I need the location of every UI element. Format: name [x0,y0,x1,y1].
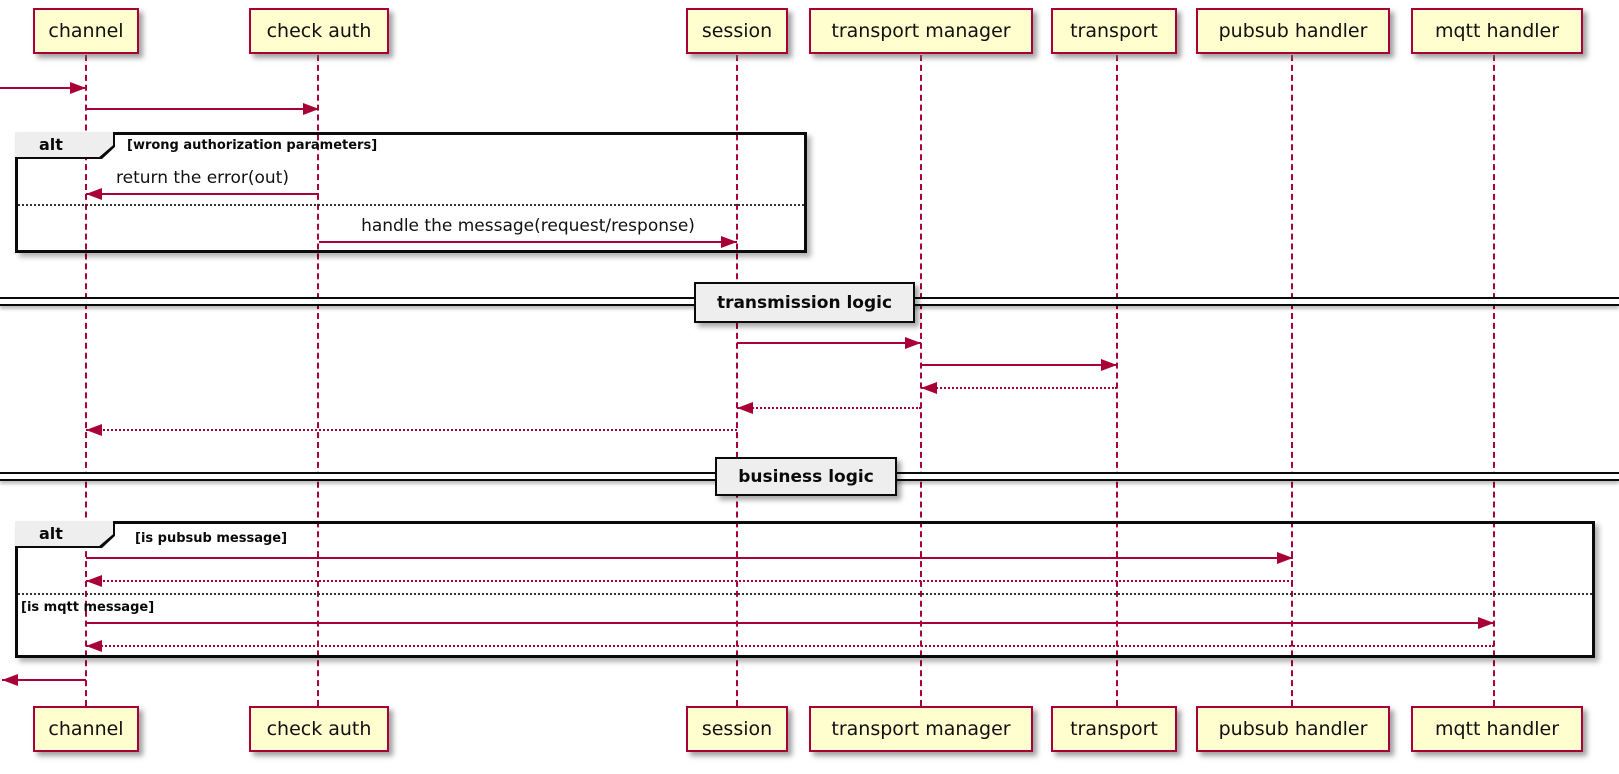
participant-channel-bottom: channel [33,706,139,752]
arrowhead-left-icon [86,640,102,652]
lifeline-transport-manager [920,55,922,706]
lifeline-channel [85,55,87,706]
arrow-line [86,580,1293,582]
participant-transport-bottom: transport [1051,706,1177,752]
alt-frame-auth: alt [wrong authorization parameters] [15,132,807,253]
arrowhead-right-icon [721,236,737,248]
arrow-line [319,241,737,243]
arrowhead-left-icon [737,402,753,414]
alt-else-separator [18,593,1592,595]
arrowhead-left-icon [86,424,102,436]
participant-label: mqtt handler [1434,718,1560,740]
arrow-line [86,557,1293,559]
participant-label: check auth [266,718,372,740]
arrowhead-right-icon [1277,552,1293,564]
alt-frame-routing: alt [is pubsub message] [is mqtt message… [15,521,1595,658]
lifeline-check-auth [317,55,319,706]
participant-label: session [701,20,773,42]
participant-transport-top: transport [1051,8,1177,54]
participant-label: transport [1070,20,1158,42]
lifeline-mqtt-handler [1493,55,1495,706]
arrow-line [86,108,319,110]
participant-transport-manager-bottom: transport manager [809,706,1033,752]
arrow-line [86,193,319,195]
arrowhead-left-icon [2,674,18,686]
participant-label: pubsub handler [1218,20,1368,42]
divider-transmission-logic: transmission logic [694,282,915,323]
participant-label: session [701,718,773,740]
arrowhead-left-icon [86,575,102,587]
alt-operator-label: alt [15,132,113,157]
participant-label: transport manager [831,20,1011,42]
divider-business-logic: business logic [715,457,897,496]
participant-mqtt-handler-top: mqtt handler [1411,8,1583,54]
lifeline-session [736,55,738,706]
message-label: handle the message(request/response) [361,216,695,236]
participant-check-auth-top: check auth [249,8,389,54]
participant-channel-top: channel [33,8,139,54]
alt-else-separator [18,204,804,206]
arrow-line [737,342,921,344]
participant-label: check auth [266,20,372,42]
arrow-line [921,387,1117,389]
arrow-line [0,87,86,89]
participant-transport-manager-top: transport manager [809,8,1033,54]
arrowhead-right-icon [905,337,921,349]
participant-session-top: session [686,8,788,54]
participant-pubsub-handler-top: pubsub handler [1196,8,1390,54]
divider-transmission-label: transmission logic [716,292,893,313]
participant-label: transport [1070,718,1158,740]
alt-condition-wrong-auth: [wrong authorization parameters] [127,138,378,153]
participant-session-bottom: session [686,706,788,752]
participant-mqtt-handler-bottom: mqtt handler [1411,706,1583,752]
arrow-line [86,645,1494,647]
arrow-line [2,679,86,681]
arrowhead-right-icon [70,82,86,94]
participant-label: pubsub handler [1218,718,1368,740]
arrowhead-right-icon [1478,617,1494,629]
arrow-line [737,407,921,409]
alt-condition-pubsub: [is pubsub message] [135,531,288,546]
message-label: return the error(out) [116,168,289,188]
alt-condition-mqtt: [is mqtt message] [21,600,155,615]
arrowhead-right-icon [303,103,319,115]
participant-label: transport manager [831,718,1011,740]
arrow-line [86,622,1494,624]
lifeline-pubsub-handler [1291,55,1293,706]
alt-operator-badge: alt [15,132,115,159]
lifeline-transport [1116,55,1118,706]
arrowhead-left-icon [86,188,102,200]
participant-label: channel [48,718,124,740]
participant-check-auth-bottom: check auth [249,706,389,752]
arrow-line [921,364,1117,366]
divider-business-label: business logic [738,466,874,487]
participant-label: mqtt handler [1434,20,1560,42]
participant-pubsub-handler-bottom: pubsub handler [1196,706,1390,752]
alt-operator-badge: alt [15,521,115,548]
arrowhead-right-icon [1101,359,1117,371]
alt-operator-label: alt [15,521,113,546]
arrowhead-left-icon [921,382,937,394]
participant-label: channel [48,20,124,42]
arrow-line [86,429,737,431]
